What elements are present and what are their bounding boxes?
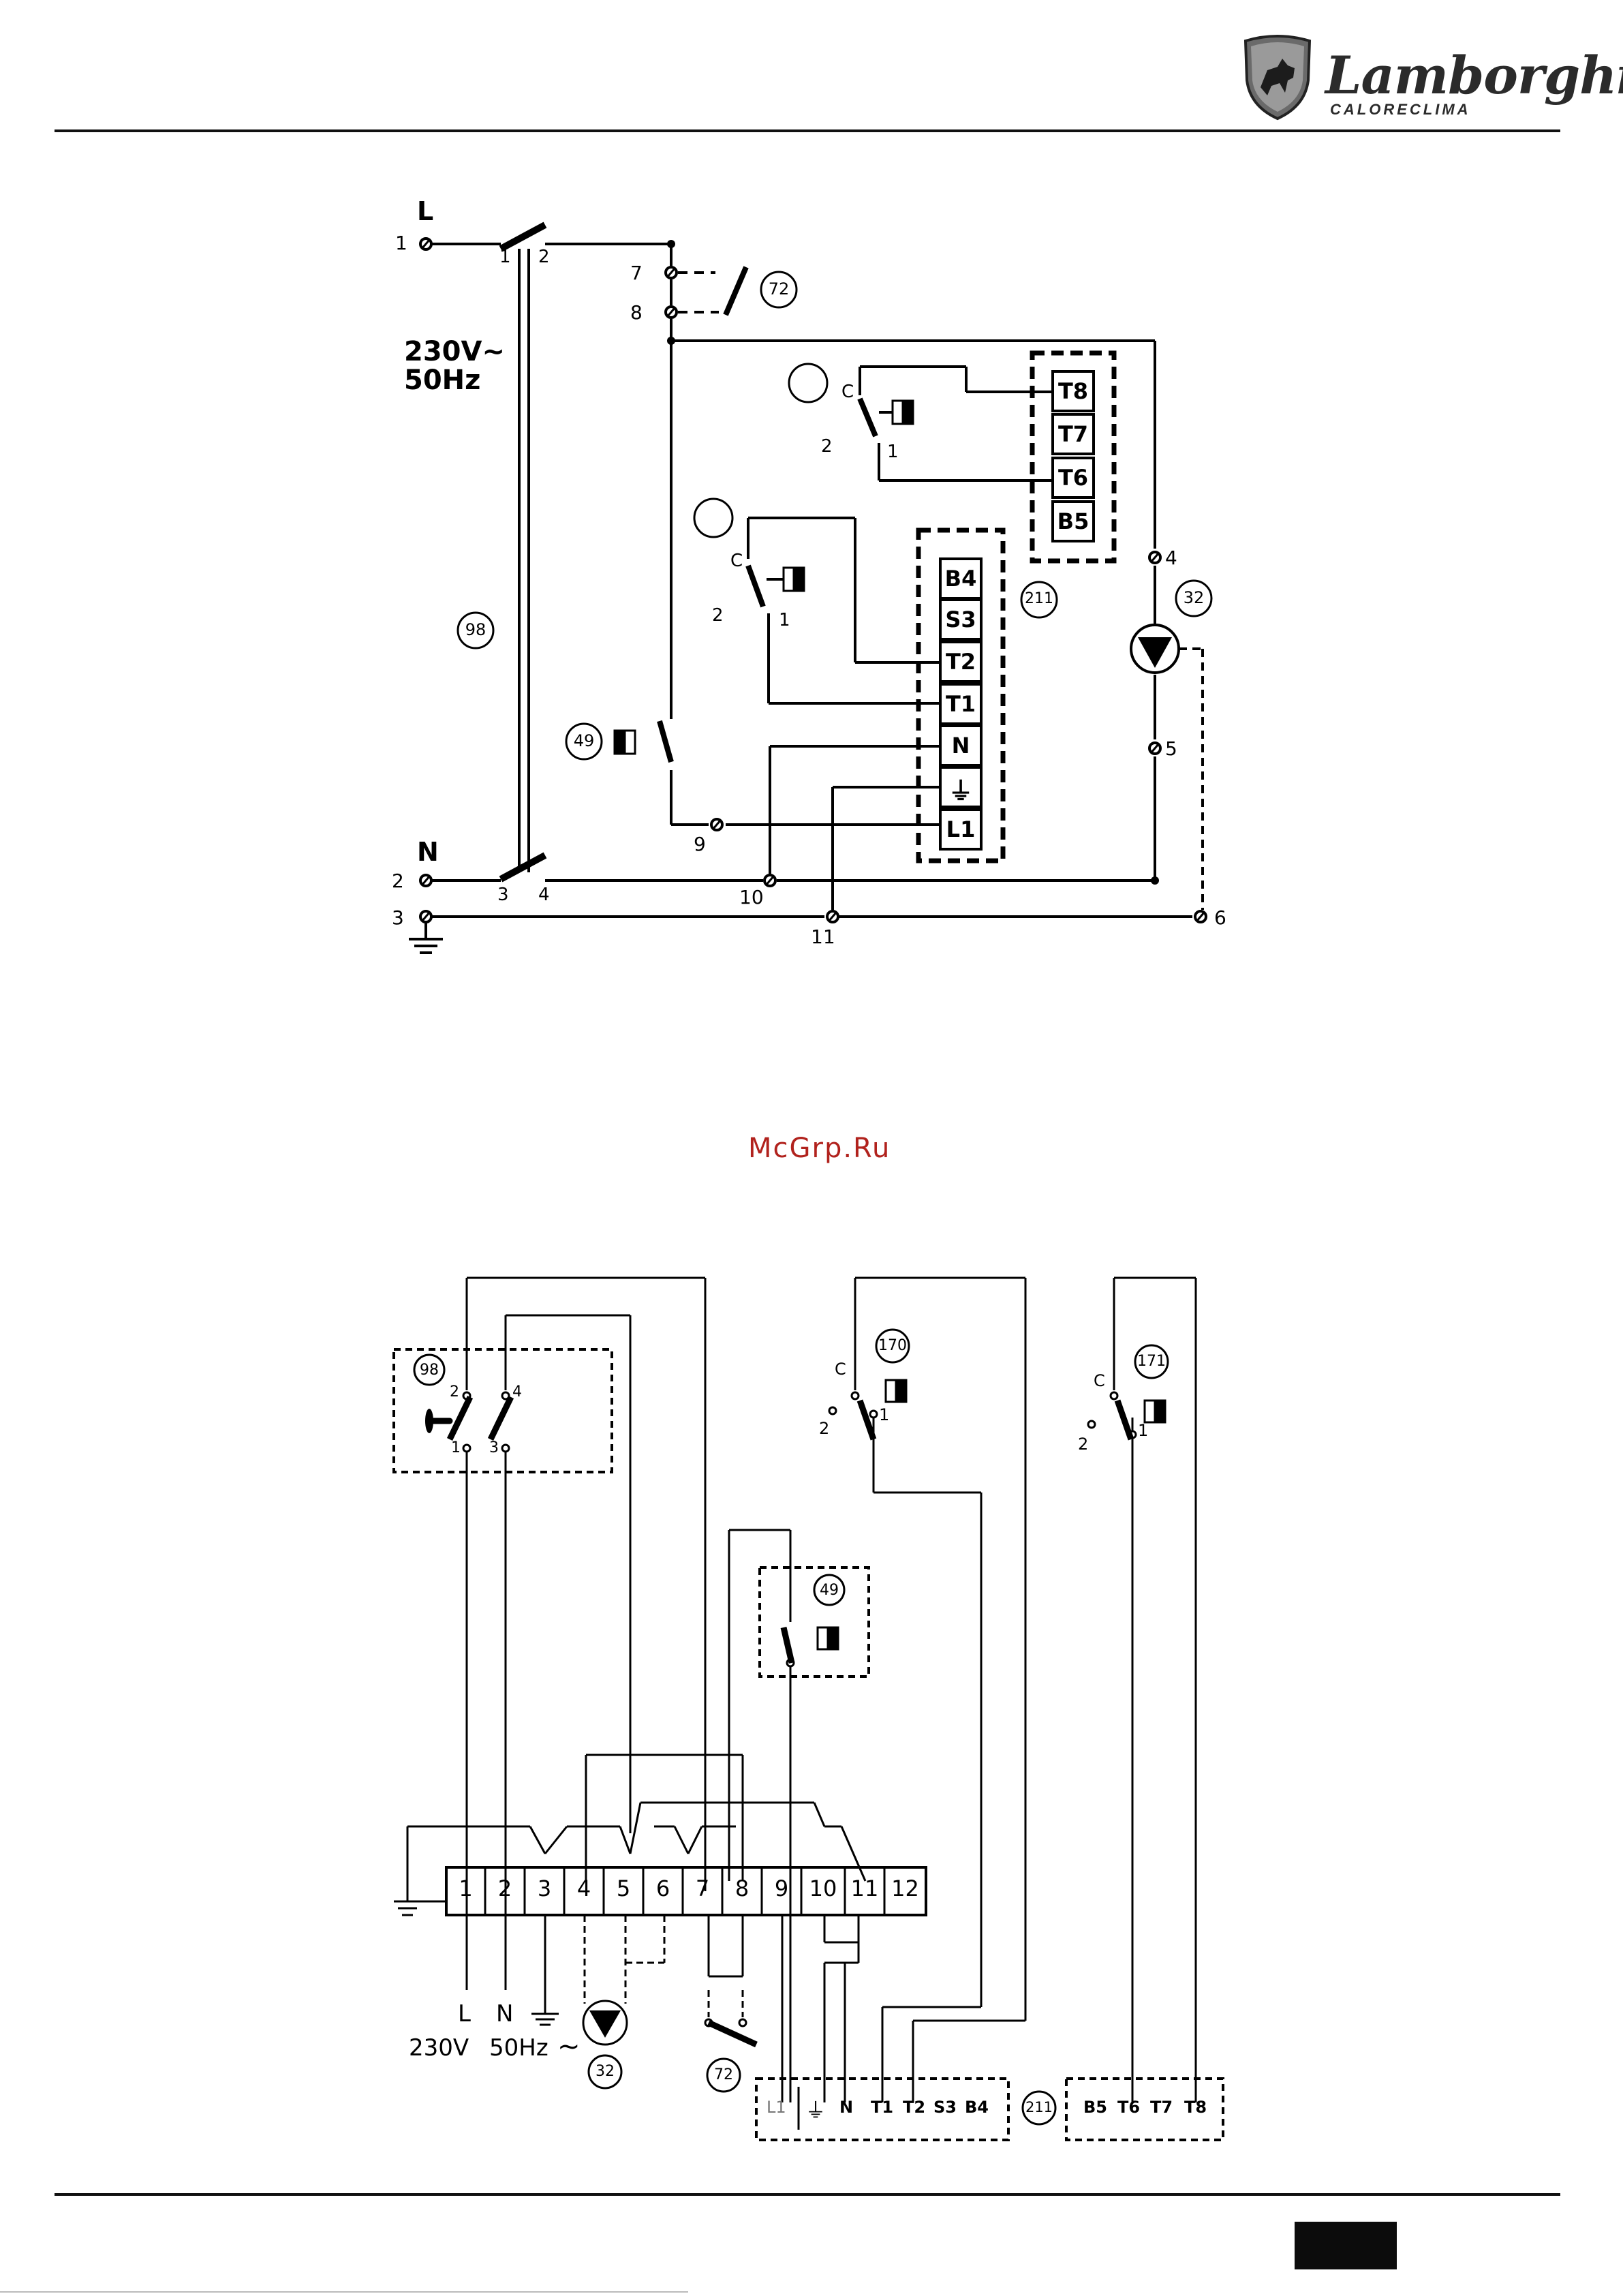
tb-7: 7 [683, 1876, 722, 1901]
tb-11: 11 [845, 1876, 884, 1901]
supply-frequency: 50Hz [489, 2034, 548, 2062]
sw98-3: 3 [489, 1439, 499, 1456]
ref-98-b: 98 [416, 1362, 443, 1379]
t170-c: C [835, 1360, 846, 1379]
ctrl2-l1: L1 [767, 2098, 786, 2117]
ctrl3-b5: B5 [1083, 2098, 1107, 2117]
ctrl3-t6: T6 [1117, 2098, 1140, 2117]
ref-72-b: 72 [710, 2066, 737, 2083]
tb-4: 4 [564, 1876, 604, 1901]
ref-170: 170 [876, 1337, 909, 1354]
ref-171: 171 [1135, 1353, 1168, 1370]
tb-2: 2 [485, 1876, 525, 1901]
tb-5: 5 [604, 1876, 643, 1901]
ctrl2-n: N [839, 2098, 853, 2117]
ctrl2-s3: S3 [933, 2098, 957, 2117]
pump-icon-bottom [589, 2010, 621, 2038]
ref-49-b: 49 [816, 1582, 843, 1599]
ctrl2-earth: ⏚ [805, 2094, 826, 2124]
ctrl2-b4: B4 [965, 2098, 989, 2117]
tb-1: 1 [446, 1876, 485, 1901]
ac-tilde-icon: ~ [557, 2031, 581, 2062]
tb-12: 12 [884, 1876, 926, 1901]
sw98-2: 2 [450, 1383, 459, 1400]
earth-icon-bottom [531, 1997, 559, 2025]
ref-211-b: 211 [1022, 2099, 1056, 2115]
tb-8: 8 [722, 1876, 762, 1901]
sw98-1: 1 [451, 1439, 461, 1456]
tb-9: 9 [762, 1876, 801, 1901]
tb-3: 3 [525, 1876, 564, 1901]
t170-1: 1 [879, 1405, 889, 1424]
ref-32-b: 32 [591, 2063, 619, 2080]
tb-10: 10 [801, 1876, 845, 1901]
supply-l: L [458, 2000, 471, 2027]
ctrl2-t2: T2 [903, 2098, 925, 2117]
supply-voltage: 230V [409, 2034, 469, 2062]
t171-c: C [1094, 1371, 1105, 1390]
t170-2: 2 [819, 1419, 829, 1438]
t171-2: 2 [1078, 1435, 1088, 1454]
sw98-4: 4 [512, 1383, 522, 1400]
t171-1: 1 [1138, 1421, 1148, 1440]
ctrl3-t8: T8 [1184, 2098, 1207, 2117]
tb-6: 6 [643, 1876, 683, 1901]
ctrl2-t1: T1 [871, 2098, 893, 2117]
supply-n: N [496, 2000, 513, 2027]
ctrl3-t7: T7 [1150, 2098, 1173, 2117]
